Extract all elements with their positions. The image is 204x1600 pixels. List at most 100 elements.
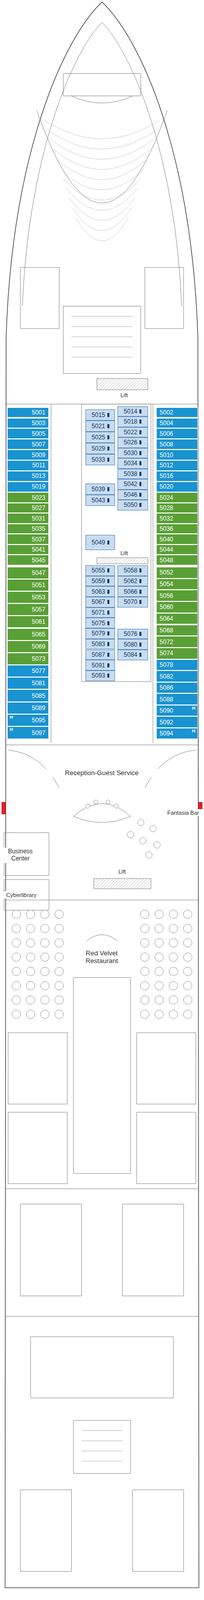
cabin-number: 5093: [91, 673, 106, 680]
dining-table: [183, 954, 192, 964]
dining-table: [183, 997, 192, 1006]
cabin-box: 5029: [85, 443, 115, 455]
dining-table: [154, 968, 164, 978]
cabin-box: 5024: [156, 492, 198, 504]
cabin-number: 5094: [159, 731, 174, 738]
cabin-number: 5047: [31, 570, 46, 577]
deck-partition: [5, 1190, 199, 1191]
cabin-box: 5003: [7, 418, 49, 430]
cabin-box: 5070: [117, 597, 149, 609]
bow-inner-line: [22, 22, 102, 307]
cabin-box: 5004: [156, 418, 198, 430]
cabin-box: 5014: [117, 406, 149, 418]
cabin-box: 5007: [7, 439, 49, 451]
muster-mark: [1, 803, 6, 816]
dining-table: [40, 925, 50, 935]
stage-front: [71, 96, 133, 104]
corridor-line: [152, 404, 154, 745]
cabin-number: 5095: [31, 718, 46, 725]
dining-table: [154, 982, 164, 992]
corridor-line: [5, 745, 199, 747]
cabin-number: 5004: [159, 420, 174, 427]
cabin-box: 5091: [85, 660, 115, 672]
cabin-box: 5043: [85, 495, 115, 507]
cabin-number: 5090: [159, 708, 174, 715]
seat-row: [72, 208, 132, 231]
cabin-number: 5057: [31, 607, 46, 614]
cabin-box: 5026: [117, 438, 149, 449]
cabin-box: 5037: [7, 534, 49, 546]
cabin-box: 5033: [85, 454, 115, 466]
dining-table: [183, 940, 192, 949]
dining-table: [12, 954, 21, 964]
cabin-number: 5049: [91, 540, 106, 547]
dining-table: [12, 982, 21, 992]
cabin-number: 5019: [31, 484, 46, 491]
dining-table: [54, 940, 64, 949]
cabin-number: 5044: [159, 547, 174, 554]
cabin-box: 5086: [156, 683, 198, 695]
dining-table: [183, 925, 192, 935]
dining-table: [154, 1011, 164, 1020]
cabin-number: 5027: [31, 505, 46, 512]
cabin-number: 5059: [91, 578, 106, 586]
dining-table: [183, 1011, 192, 1020]
cabin-number: 5018: [123, 419, 138, 426]
cabin-number: 5081: [31, 681, 46, 688]
dining-table: [140, 968, 150, 978]
cabin-box: 5047: [7, 567, 49, 580]
cabin-number: 5078: [159, 662, 174, 669]
cabin-number: 5042: [123, 481, 138, 488]
dining-table: [54, 1011, 64, 1020]
seat-row: [66, 188, 138, 211]
cabin-number: 5014: [123, 409, 138, 416]
crew-area: [30, 1338, 174, 1401]
cabin-box: 5069: [7, 641, 49, 654]
seat-row: [50, 139, 154, 160]
stair-block: [73, 1422, 131, 1476]
cabin-box: 5081: [7, 678, 49, 691]
cabin-number: 5001: [31, 410, 46, 417]
stair-block: [144, 267, 184, 330]
bar-table: [127, 832, 134, 840]
cabin-box: 5025: [85, 432, 115, 444]
cabin-box: 5051: [7, 579, 49, 593]
cabin-box: 5054: [156, 579, 198, 592]
dining-table: [54, 954, 64, 964]
bar-table: [149, 826, 157, 834]
cabin-box: 5021: [85, 421, 115, 433]
cabin-box: 5053: [7, 592, 49, 605]
dining-table: [12, 940, 21, 949]
cabin-box: 5067: [85, 597, 115, 609]
seat-row: [56, 159, 147, 180]
cabin-number: 5091: [91, 663, 106, 670]
dining-table: [168, 997, 178, 1006]
service-room: [136, 1034, 196, 1106]
cabin-box: 5045: [7, 555, 49, 567]
cabin-tag: H: [9, 716, 14, 721]
dining-table: [154, 925, 164, 935]
cabin-number: 5048: [159, 558, 174, 565]
dining-table: [26, 911, 36, 921]
cabin-number: 5063: [91, 589, 106, 596]
cabin-box: 5028: [156, 503, 198, 515]
theatre-stage: [63, 73, 141, 97]
theatre-seating: [44, 120, 160, 242]
bar-table: [137, 820, 144, 828]
cabin-box: 5078: [156, 660, 198, 673]
cabin-number: 5012: [159, 462, 174, 470]
cabin-number: 5060: [159, 604, 174, 611]
dining-table: [154, 954, 164, 964]
dining-table: [12, 1011, 21, 1020]
cabin-number: 5072: [159, 639, 174, 647]
service-room: [8, 1034, 68, 1106]
cabin-number: 5036: [159, 526, 174, 533]
cabin-number: 5070: [123, 599, 138, 606]
cabin-box: 5063: [85, 587, 115, 598]
dining-table: [183, 911, 192, 921]
seat-row: [60, 168, 144, 190]
lift-shaft: [96, 379, 148, 391]
cabin-box: 5040: [156, 534, 198, 546]
cabin-box: 5090H: [156, 706, 198, 718]
area-label: Reception-Guest Service: [45, 770, 158, 779]
